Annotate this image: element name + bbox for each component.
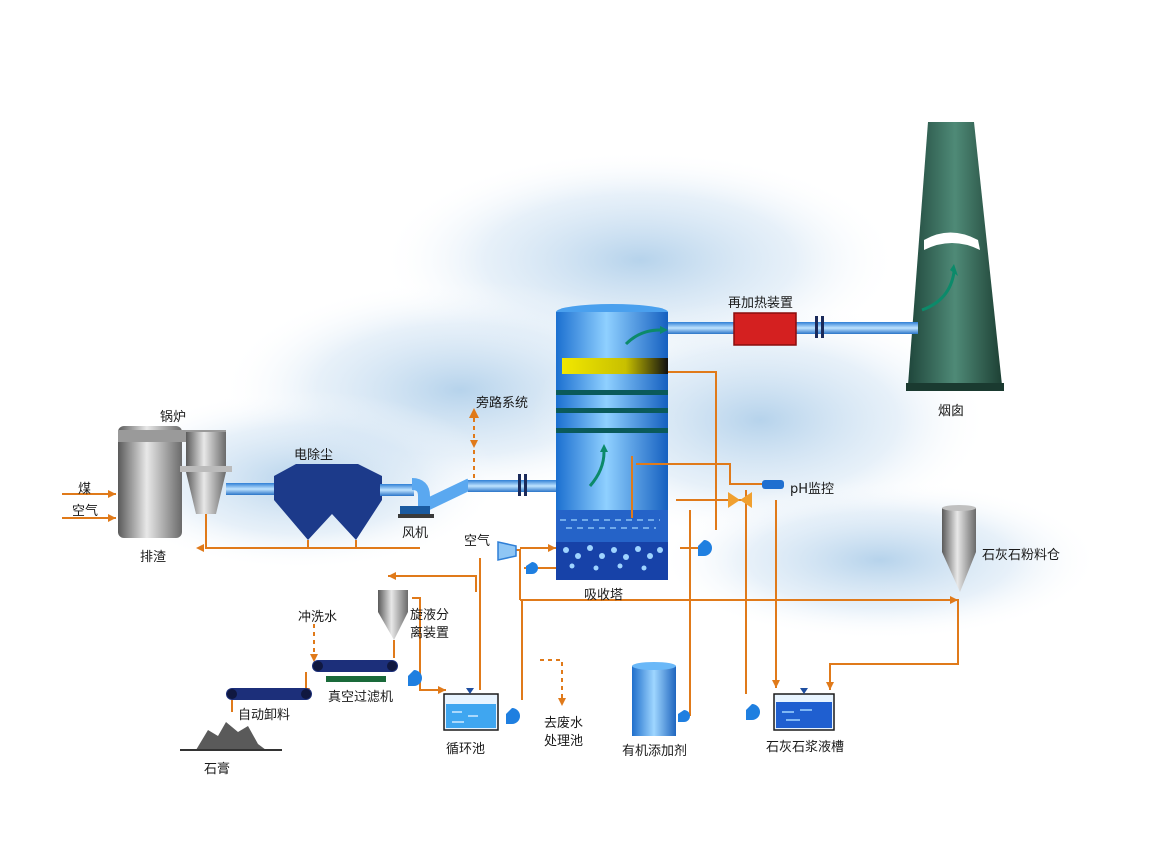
air-blower-label: 空气: [464, 534, 491, 549]
limestone-silo-label: 石灰石粉料仓: [982, 548, 1061, 563]
bypass-label: 旁路系统: [476, 396, 529, 411]
slurry-pipes: [388, 371, 959, 716]
outlet-duct: [668, 312, 918, 346]
ph-label: pH监控: [790, 482, 835, 497]
fan-label: 风机: [402, 526, 429, 541]
slag-label: 排渣: [140, 550, 167, 565]
absorber-tower: [556, 304, 668, 580]
hydrocyclone-label-2: 离装置: [410, 626, 450, 641]
hydrocyclone-label-1: 旋液分: [410, 608, 450, 623]
hydrocyclone: [378, 590, 408, 640]
chimney: [906, 122, 1004, 391]
pumps: [408, 540, 760, 724]
arrowheads: [388, 544, 958, 694]
ph-valve: [728, 480, 784, 508]
waste-line: [540, 659, 566, 706]
absorber-label: 吸收塔: [584, 588, 624, 603]
limestone-silo: [942, 505, 976, 592]
reheater-label: 再加热装置: [728, 296, 794, 311]
circ-tank-label: 循环池: [446, 742, 486, 757]
chimney-label: 烟囱: [938, 404, 965, 419]
reheater: [733, 312, 797, 346]
bypass-line: [469, 408, 479, 478]
electrostatic-precipitator: [274, 464, 382, 540]
vacuum-filter-label: 真空过滤机: [328, 690, 394, 705]
boiler-inputs: [62, 490, 116, 522]
air-in-label: 空气: [72, 504, 99, 519]
auto-unload-belt: [226, 688, 312, 712]
ash-line: [196, 514, 420, 552]
waste-label-2: 处理池: [544, 734, 584, 749]
gypsum-pile: [180, 722, 282, 751]
auto-unload-label: 自动卸料: [238, 708, 291, 723]
slurry-tank-label: 石灰石浆液槽: [766, 740, 845, 755]
organic-additive-tank: [632, 662, 676, 736]
organic-additive-label: 有机添加剂: [622, 744, 688, 759]
air-blower: [497, 541, 517, 561]
circulation-tank: [443, 688, 499, 731]
flush-water-label: 冲洗水: [298, 610, 338, 625]
coal-label: 煤: [78, 482, 92, 497]
inlet-duct: [380, 474, 560, 518]
boiler-label: 锅炉: [160, 410, 187, 425]
boiler: [118, 426, 232, 538]
vacuum-filter: [302, 640, 398, 696]
esp-label: 电除尘: [294, 448, 334, 463]
limestone-slurry-tank: [773, 688, 835, 731]
gypsum-label: 石膏: [204, 762, 231, 777]
flush-water-line: [310, 624, 318, 662]
waste-label-1: 去废水: [544, 716, 584, 731]
